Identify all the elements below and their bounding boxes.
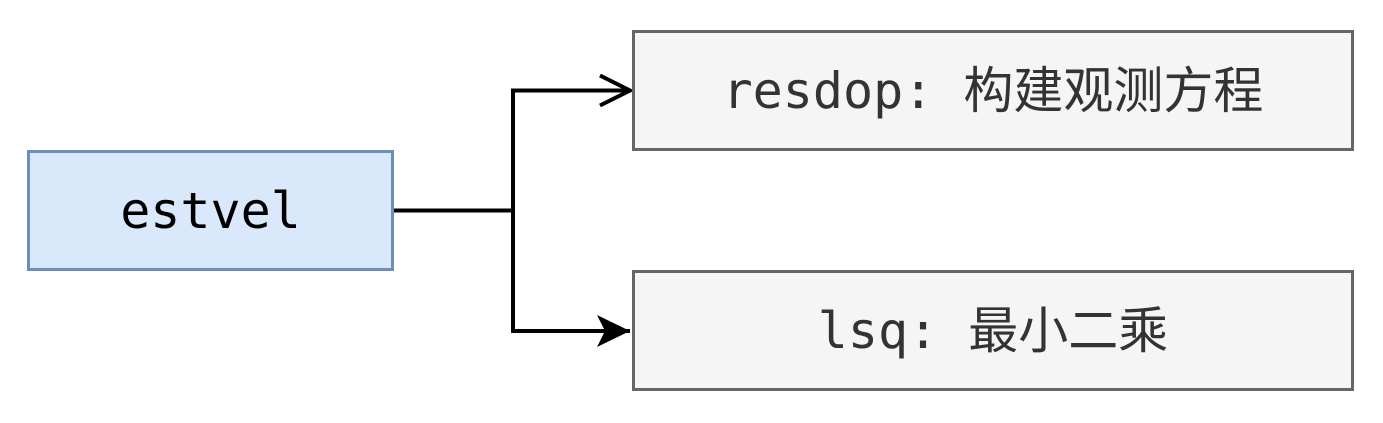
node-lsq-label: lsq: 最小二乘 — [817, 301, 1169, 360]
edge-estvel-resdop — [394, 73, 635, 213]
node-estvel-label: estvel — [120, 181, 301, 240]
node-resdop-label: resdop: 构建观测方程 — [722, 61, 1264, 120]
node-lsq: lsq: 最小二乘 — [632, 270, 1354, 391]
node-resdop: resdop: 构建观测方程 — [632, 30, 1354, 151]
node-estvel: estvel — [27, 150, 394, 271]
edge-estvel-lsq — [394, 208, 630, 347]
